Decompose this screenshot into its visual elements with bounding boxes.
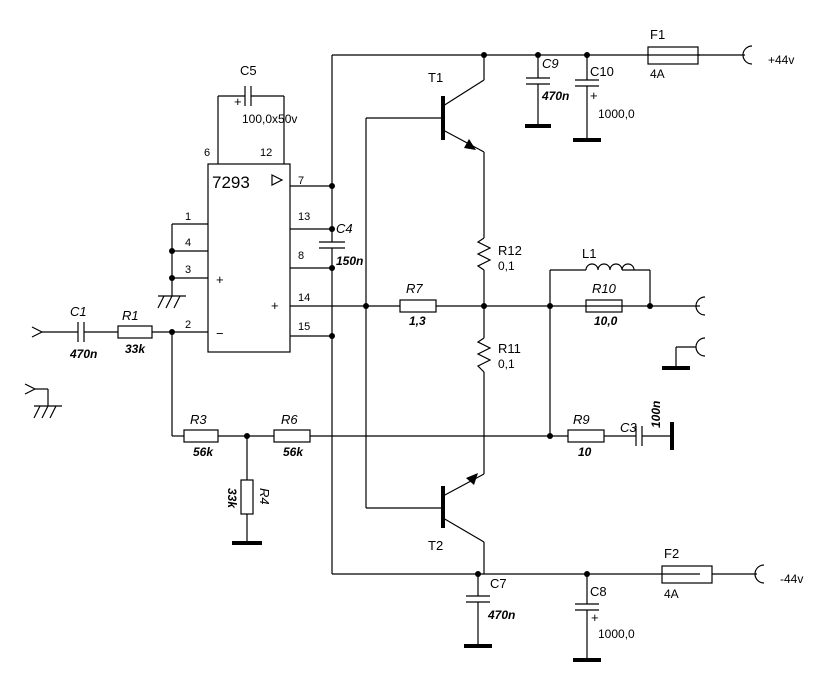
resistor-r1: R1 33k bbox=[117, 308, 208, 356]
transistor-t1: T1 bbox=[366, 55, 485, 153]
resistor-r7: R7 1,3 bbox=[366, 281, 700, 328]
c3-ref: C3 bbox=[620, 420, 637, 435]
resistor-r6: R6 56k bbox=[273, 412, 568, 459]
r6-ref: R6 bbox=[281, 412, 298, 427]
r4-value: 33k bbox=[225, 488, 239, 509]
feedback-network bbox=[171, 332, 184, 437]
pin-1-label: 1 bbox=[185, 211, 191, 223]
inductor-l1: L1 bbox=[549, 246, 651, 306]
c10-plus: + bbox=[590, 88, 598, 103]
r9-ref: R9 bbox=[573, 412, 590, 427]
c5-plus: + bbox=[234, 94, 242, 109]
c3-value: 100n bbox=[649, 401, 663, 428]
r7-ref: R7 bbox=[406, 281, 423, 296]
l1-ref: L1 bbox=[582, 246, 596, 261]
capacitor-c7: C7 470n bbox=[464, 574, 515, 648]
capacitor-c8: C8 + 1000,0 bbox=[573, 574, 635, 662]
r7-value: 1,3 bbox=[409, 314, 426, 328]
ic-minus-sign: − bbox=[216, 326, 224, 341]
pin-13-label: 13 bbox=[298, 211, 310, 223]
c1-ref: C1 bbox=[70, 304, 87, 319]
transistor-t2: T2 bbox=[366, 470, 485, 574]
capacitor-c4: C4 150n bbox=[319, 221, 363, 268]
r3-value: 56k bbox=[193, 445, 214, 459]
pin-7-label: 7 bbox=[298, 175, 304, 187]
c7-ref: C7 bbox=[490, 576, 507, 591]
r6-value: 56k bbox=[283, 445, 304, 459]
ic-right-pins bbox=[290, 185, 366, 337]
ic-label: 7293 bbox=[212, 173, 250, 192]
negative-supply-terminal: -44v bbox=[712, 564, 803, 586]
pin-4-label: 4 bbox=[185, 237, 191, 249]
resistor-r9: R9 10 bbox=[567, 412, 636, 459]
rail-wire bbox=[331, 54, 700, 575]
c5-value: 100,0x50v bbox=[242, 112, 297, 126]
r4-ref: R4 bbox=[257, 488, 272, 505]
c8-ref: C8 bbox=[590, 584, 607, 599]
ic-out-plus-sign: + bbox=[271, 298, 279, 313]
f1-ref: F1 bbox=[650, 27, 665, 42]
pin-3-label: 3 bbox=[185, 264, 191, 276]
ic-left-pins bbox=[157, 223, 208, 309]
capacitor-c9: C9 470n bbox=[525, 55, 569, 128]
c10-ref: C10 bbox=[590, 64, 614, 79]
pin-14-label: 14 bbox=[298, 292, 310, 304]
c9-value: 470n bbox=[541, 89, 569, 103]
r1-ref: R1 bbox=[122, 308, 139, 323]
c7-value: 470n bbox=[487, 608, 515, 622]
r10-value: 10,0 bbox=[594, 314, 618, 328]
pin-15-label: 15 bbox=[298, 321, 310, 333]
input-terminal bbox=[31, 326, 78, 338]
pos-rail-label: +44v bbox=[768, 53, 794, 67]
pin-8-label: 8 bbox=[298, 250, 304, 262]
f2-value: 4A bbox=[664, 587, 679, 601]
resistor-r10: R10 10,0 bbox=[585, 281, 623, 328]
r11-ref: R11 bbox=[498, 341, 521, 356]
f2-ref: F2 bbox=[664, 546, 679, 561]
output-ground-terminal bbox=[662, 337, 706, 370]
capacitor-c10: + C10 1000,0 bbox=[573, 55, 635, 142]
resistor-r12: R12 0,1 bbox=[476, 152, 522, 338]
ic-7293: 7293 + − + 6 12 7 13 8 14 15 1 4 3 2 bbox=[185, 147, 310, 353]
r10-ref: R10 bbox=[592, 281, 617, 296]
resistor-r3: R3 56k bbox=[183, 412, 274, 459]
f1-value: 4A bbox=[650, 67, 665, 81]
r1-value: 33k bbox=[125, 342, 146, 356]
capacitor-c3: C3 100n bbox=[620, 401, 674, 450]
r11-value: 0,1 bbox=[498, 357, 515, 371]
t2-ref: T2 bbox=[428, 538, 443, 553]
c8-value: 1000,0 bbox=[598, 627, 635, 641]
input-ground-terminal bbox=[24, 383, 62, 419]
pin-2-label: 2 bbox=[185, 319, 191, 331]
positive-supply-terminal: +44v bbox=[698, 45, 794, 67]
neg-rail-label: -44v bbox=[780, 572, 803, 586]
pin-12-label: 12 bbox=[260, 147, 272, 159]
capacitor-c5: + C5 100,0x50v bbox=[217, 63, 297, 164]
r3-ref: R3 bbox=[190, 412, 207, 427]
r9-value: 10 bbox=[578, 445, 592, 459]
r12-ref: R12 bbox=[498, 243, 522, 258]
c4-value: 150n bbox=[336, 254, 363, 268]
resistor-r11: R11 0,1 bbox=[476, 337, 521, 470]
pin-6-label: 6 bbox=[204, 147, 210, 159]
junction-dots bbox=[169, 52, 653, 577]
fuse-f1: F1 4A bbox=[647, 27, 699, 81]
c9-ref: C9 bbox=[542, 56, 559, 71]
c5-ref: C5 bbox=[240, 63, 257, 78]
c8-plus: + bbox=[591, 610, 599, 625]
capacitor-c1: C1 470n bbox=[69, 304, 118, 361]
c4-ref: C4 bbox=[336, 221, 353, 236]
t1-ref: T1 bbox=[428, 70, 443, 85]
ic-plus-sign: + bbox=[216, 272, 224, 287]
r12-value: 0,1 bbox=[498, 259, 515, 273]
c1-value: 470n bbox=[69, 347, 97, 361]
output-terminal bbox=[695, 296, 706, 316]
c10-value: 1000,0 bbox=[598, 107, 635, 121]
resistor-r4: R4 33k bbox=[225, 436, 272, 545]
